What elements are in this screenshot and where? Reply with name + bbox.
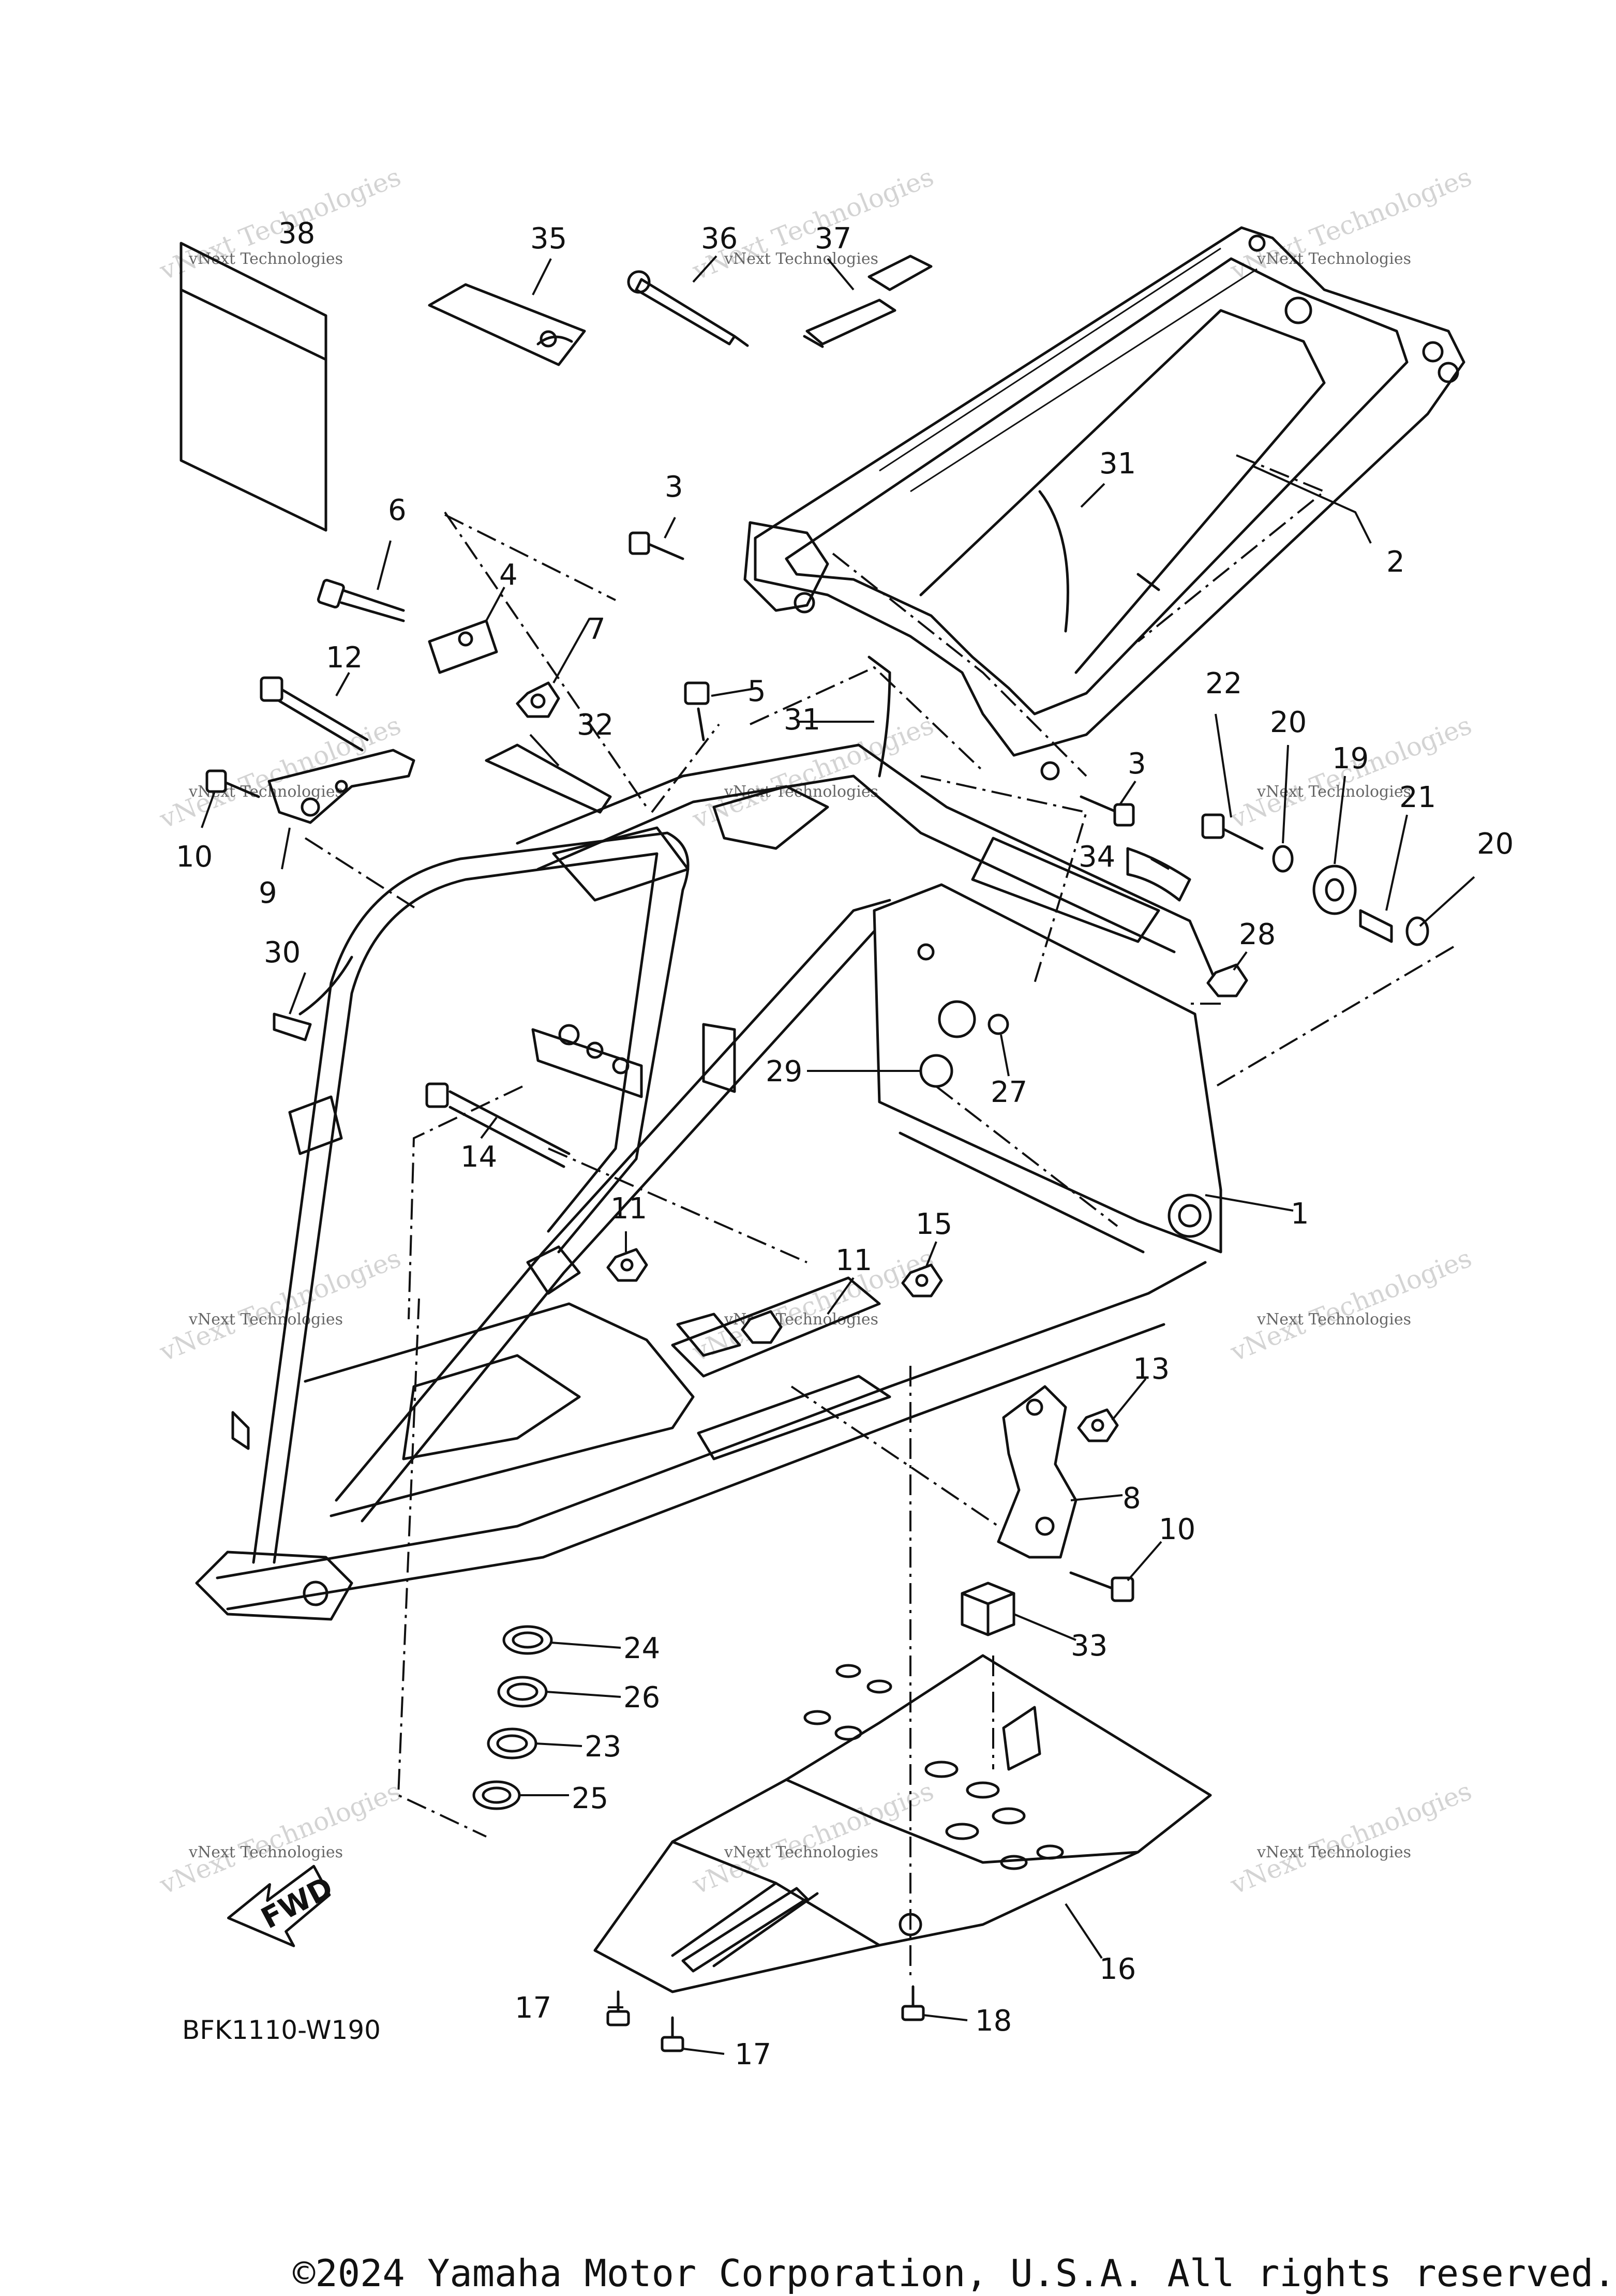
callout-16: 16 [1099,1952,1136,1986]
callout-11: 11 [835,1244,872,1277]
callout-8: 8 [1123,1482,1141,1515]
watermark: vNext Technologies [724,1843,878,1861]
cover-hole [540,330,557,348]
fasteners [205,490,1429,1602]
watermark: vNext Technologies [1256,1310,1411,1329]
callout-37: 37 [815,222,851,256]
callout-9: 9 [259,876,277,910]
callout-29: 29 [766,1055,802,1089]
watermark: vNext Technologies [688,1776,938,1900]
callout-35: 35 [530,222,567,256]
fwd-arrow: FWD [227,1865,338,1947]
skid-screws [606,1985,925,2052]
callout-38: 38 [278,217,315,250]
callout-20: 20 [1477,827,1514,861]
callout-31: 31 [1099,447,1136,481]
watermark: vNext Technologies [1256,1843,1411,1861]
callout-12: 12 [326,641,363,675]
watermark: vNext Technologies [1226,1243,1476,1367]
watermark: vNext Technologies [155,1776,405,1900]
label-sheet [179,242,327,532]
callout-23: 23 [585,1730,621,1764]
callout-27: 27 [991,1076,1027,1109]
callout-31: 31 [784,703,820,737]
skid-plate [593,1582,1212,1993]
callout-4: 4 [499,558,518,592]
callout-26: 26 [623,1681,660,1714]
watermark: vNext Technologies [1256,250,1411,268]
assembly-lines [304,454,1455,1981]
callout-19: 19 [1332,742,1369,776]
callout-20: 20 [1270,706,1307,739]
watermark: vNext Technologies [1226,1776,1476,1900]
callout-10: 10 [176,840,213,874]
callout-15: 15 [916,1207,952,1241]
drawing-code: BFK1110-W190 [182,2015,381,2045]
watermark: vNext Technologies [1256,783,1411,801]
callout-17: 17 [735,2038,771,2071]
leader-lines [201,255,1475,2055]
callout-24: 24 [623,1632,660,1665]
callout-14: 14 [460,1140,497,1174]
strap-part [803,255,933,348]
pin-head [627,270,651,294]
watermark: vNext Technologies [155,710,405,834]
callout-21: 21 [1399,781,1436,814]
callout-1: 1 [1291,1197,1309,1231]
watermark: vNext Technologies [155,1243,405,1367]
callout-11: 11 [610,1192,647,1226]
callout-30: 30 [264,936,301,970]
callout-32: 32 [577,708,614,742]
callout-18: 18 [975,2004,1012,2038]
watermark: vNext Technologies [188,1843,343,1861]
callout-2: 2 [1386,545,1405,579]
callout-34: 34 [1079,840,1115,874]
callout-25: 25 [572,1782,608,1815]
callout-22: 22 [1205,667,1242,700]
callout-10: 10 [1159,1513,1195,1546]
callout-7: 7 [587,613,606,646]
pin-part [635,278,749,347]
callout-3: 3 [665,470,683,504]
callout-28: 28 [1239,918,1276,951]
callout-13: 13 [1133,1352,1170,1386]
watermark: vNext Technologies [724,250,878,268]
watermark: vNext Technologies [188,1310,343,1329]
rear-frame [743,226,1465,781]
copyright-notice: ©2024 Yamaha Motor Corporation, U.S.A. A… [293,2252,1616,2295]
callout-5: 5 [747,675,766,708]
callout-labels: 38 35 36 37 31 2 3 6 4 7 12 5 32 31 22 2… [176,217,1514,2071]
callout-6: 6 [388,494,407,527]
callout-33: 33 [1071,1629,1108,1663]
watermark-layer: vNext Technologies vNext Technologies vN… [155,161,1476,1900]
main-frame [195,743,1222,1621]
callout-3: 3 [1128,747,1146,781]
callout-36: 36 [701,222,738,256]
bearing-set [472,1625,553,1810]
callout-17: 17 [515,1991,551,2025]
cover-part [428,283,586,366]
